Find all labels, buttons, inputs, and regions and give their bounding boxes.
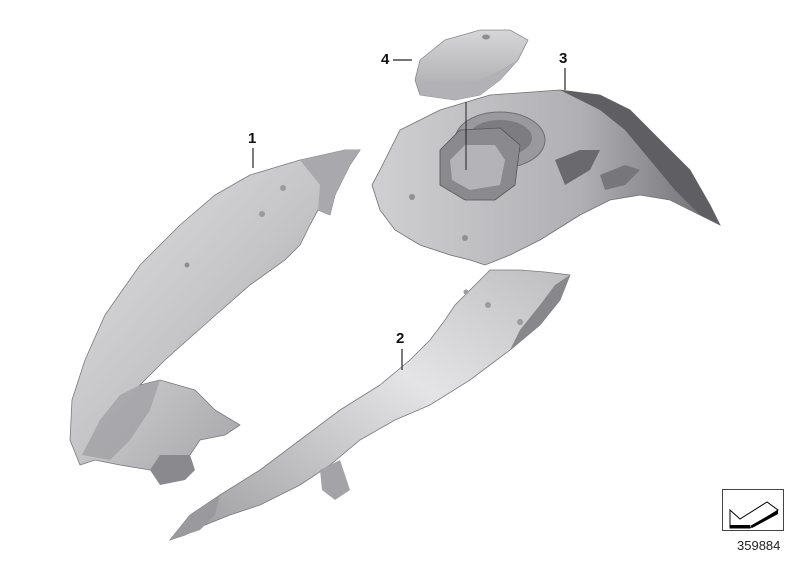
part-2-right-trim[interactable] [168, 269, 571, 541]
part-4-cover-cap[interactable] [414, 29, 529, 101]
part-3-tank-cover[interactable] [371, 89, 721, 266]
callout-1: 1 [248, 130, 257, 147]
callout-3: 3 [559, 50, 568, 67]
part-1-left-trim[interactable] [69, 149, 361, 485]
reference-number: 359884 [737, 538, 781, 553]
callout-4: 4 [381, 51, 390, 68]
callout-2: 2 [396, 330, 405, 347]
reference-arrow-icon [729, 501, 779, 529]
